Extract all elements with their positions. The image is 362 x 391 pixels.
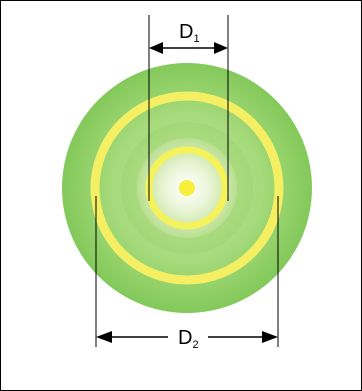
outer-yellow-ring bbox=[90, 91, 284, 285]
center-dot bbox=[179, 180, 195, 196]
d2-label: D2 bbox=[178, 327, 199, 351]
d1-label: D1 bbox=[179, 21, 200, 45]
d1-right-arrowhead bbox=[214, 42, 228, 54]
d1-left-arrowhead bbox=[149, 42, 163, 54]
d2-left-arrowhead bbox=[96, 331, 112, 343]
d2-right-arrowhead bbox=[262, 331, 278, 343]
